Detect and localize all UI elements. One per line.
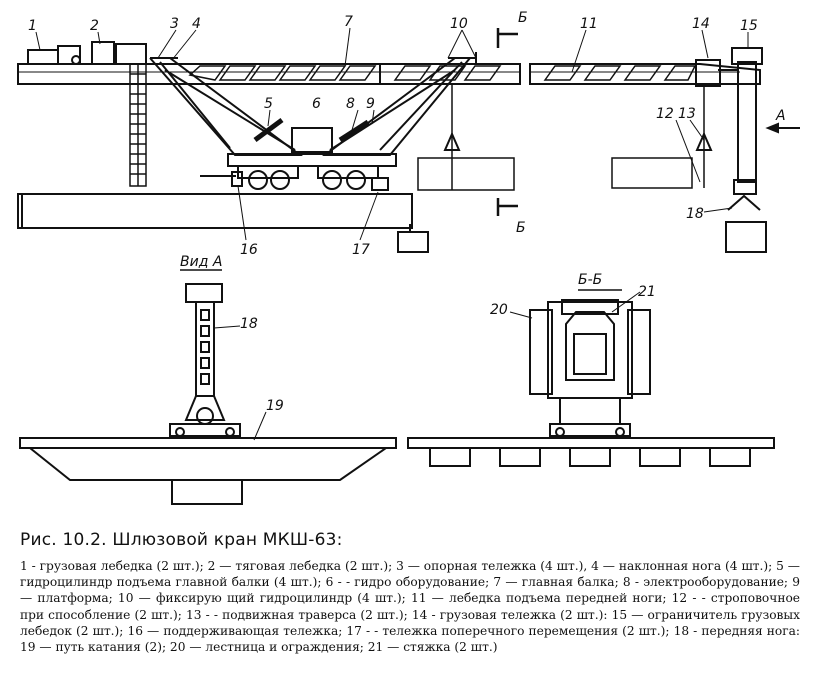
callout-18-top: 18 [686,206,704,222]
view-a [19,269,397,505]
section-mark-bottom: Б [516,220,526,236]
callout-14: 14 [692,16,710,32]
section-mark-top: Б [518,10,528,26]
callout-18: 18 [240,316,258,332]
crane-drawing: 1 2 3 4 5 6 7 8 9 10 11 12 13 14 15 16 1… [17,10,800,505]
callout-4: 4 [192,16,201,32]
callout-labels: 1 2 3 4 5 6 7 8 9 10 11 12 13 14 15 16 1… [28,10,786,414]
callout-19: 19 [266,398,284,414]
platform [200,153,397,191]
callout-5: 5 [264,96,273,112]
callout-6: 6 [312,96,321,112]
hydro-cylinder-5 [253,117,284,143]
arrow-a [765,122,800,134]
callout-15: 15 [740,18,758,34]
front-leg [695,47,767,253]
ground-beam [17,193,429,253]
callout-2: 2 [90,18,99,34]
figure-caption: Рис. 10.2. Шлюзовой кран МКШ-63: 1 - гру… [20,530,800,655]
caption-legend: 1 - грузовая лебедка (2 шт.); 2 — тягова… [20,559,800,655]
callout-20: 20 [490,302,508,318]
ladder [129,63,147,187]
callout-17: 17 [352,242,370,258]
section-markers [496,28,518,216]
leader-lines [35,27,749,441]
callout-12: 12 [656,106,674,122]
callout-21: 21 [638,284,656,300]
caption-title: Рис. 10.2. Шлюзовой кран МКШ-63: [20,530,343,550]
callout-9: 9 [366,96,375,112]
winch-blocks [27,41,147,65]
callout-3: 3 [170,16,179,32]
hydro-equipment [291,127,333,153]
suspended-loads [417,84,713,191]
callout-16: 16 [240,242,258,258]
arrow-a-label: А [775,108,786,124]
section-b-b-label: Б-Б [578,272,602,288]
callout-1: 1 [28,18,37,34]
callout-11: 11 [580,16,598,32]
view-a-label: Вид А [180,254,222,270]
callout-10: 10 [450,16,468,32]
callout-13: 13 [678,106,696,122]
callout-8: 8 [346,96,355,112]
callout-7: 7 [344,14,353,30]
section-b-b [407,289,775,467]
